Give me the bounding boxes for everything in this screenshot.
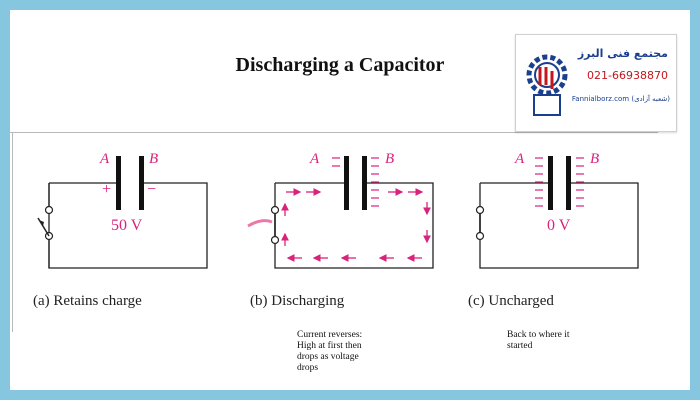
plus-sign: + [102,181,111,198]
note-line: started [507,341,533,351]
voltage-label: 50 V [111,217,143,234]
plate-a-label: A [99,151,110,167]
logo-farsi-name: مجتمع فنی البرز [577,47,668,60]
logo-url: Fannialborz.com (شعبه آزادی) [571,95,670,103]
plate-b-label: B [149,151,158,167]
switch-contact-top [44,205,54,215]
switch-contact-bottom [270,235,280,245]
circuit-c: A B 0 V [475,151,639,269]
caption-a: (a) Retains charge [33,293,142,309]
switch-contact-bottom [475,231,485,241]
plate-b-label: B [590,151,599,167]
caption-b: (b) Discharging [250,293,345,309]
circuit-diagrams: A B + − 50 V [37,151,639,269]
gear-icon [526,54,568,116]
logo: مجتمع فنی البرز 021-66938870 Fannialborz… [515,34,677,132]
current-arrows [281,188,431,262]
note-b: Current reverses: High at first then dro… [297,330,362,374]
note-c: Back to where it started [507,330,570,352]
header-divider [10,132,658,133]
note-line: drops [297,363,319,373]
finger-pointer-icon [247,219,273,228]
note-line: drops as voltage [297,352,359,362]
switch-contact-top [270,205,280,215]
circuit-a: A B + − 50 V [37,151,208,269]
note-line: Current reverses: [297,330,363,340]
left-divider [12,132,13,332]
circuit-b: A B [247,151,434,269]
plate-a-label: A [309,151,320,167]
caption-c: (c) Uncharged [468,293,554,309]
logo-phone: 021-66938870 [587,69,668,82]
plate-a-label: A [514,151,525,167]
switch-contact-top [475,205,485,215]
plate-b-label: B [385,151,394,167]
note-line: High at first then [297,341,362,351]
minus-sign: − [147,181,156,198]
voltage-label: 0 V [547,217,571,234]
slide-title: Discharging a Capacitor [235,54,445,76]
note-line: Back to where it [507,330,570,340]
slide: Discharging a Capacitor مجتمع فنی البرز … [10,10,690,390]
